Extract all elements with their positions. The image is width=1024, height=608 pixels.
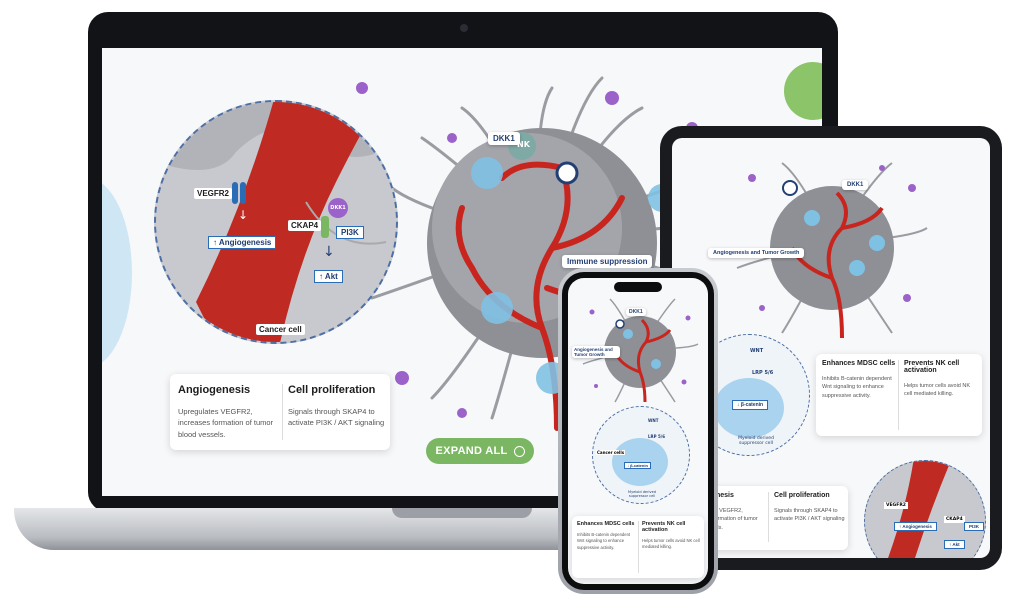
zoom-marker-icon[interactable]	[782, 180, 798, 196]
card-body: Signals through SKAP4 to activate PI3K /…	[774, 508, 845, 523]
card-col-nk: Prevents NK cell activation Helps tumor …	[904, 360, 978, 399]
card-col-proliferation: Cell proliferation Signals through SKAP4…	[774, 492, 846, 524]
card-divider	[282, 384, 283, 440]
decorative-blue-arc	[102, 178, 132, 368]
card-title: Enhances MDSC cells	[822, 360, 896, 367]
card-divider	[898, 360, 899, 430]
phone-tumor-illustration[interactable]	[580, 294, 700, 404]
card-body: Helps tumor cells avoid NK cell mediated…	[642, 538, 700, 550]
callout-dkk1: DKK1	[488, 132, 520, 145]
callout-pi3k: PI3K	[336, 226, 364, 239]
phone-screen: DKK1 Angiogenesis and Tumor Growth WNT L…	[568, 278, 708, 584]
callout-vegfr2: VEGFR2	[194, 188, 233, 199]
card-divider	[638, 521, 639, 573]
arrow-down-icon: ↓	[323, 244, 335, 260]
card-body: Helps tumor cells avoid NK cell mediated…	[904, 383, 971, 398]
callout-mdsc: Myeloid derived suppressor cell	[628, 490, 656, 498]
callout-dkk1: DKK1	[626, 308, 646, 316]
card-body: Signals through SKAP4 to activate PI3K /…	[288, 407, 385, 428]
card-title: Prevents NK cell activation	[904, 360, 960, 374]
magnifier-circle	[154, 100, 398, 344]
tablet-screen: DKK1 Angiogenesis and Tumor Growth WNT L…	[672, 138, 990, 558]
card-title: Cell proliferation	[288, 384, 376, 396]
card-col-angiogenesis: Angiogenesis Upregulates VEGFR2, increas…	[178, 384, 278, 440]
callout-akt: ↑ Akt	[944, 540, 965, 549]
card-col-nk: Prevents NK cell activation Helps tumor …	[642, 521, 700, 551]
arrow-down-icon: ↓	[238, 208, 249, 222]
callout-vegfr2: VEGFR2	[884, 502, 908, 509]
card-col-mdsc: Enhances MDSC cells Inhibits B-catenin d…	[577, 521, 635, 551]
expand-all-label: EXPAND ALL	[435, 445, 508, 457]
callout-ckap4: CKAP4	[288, 220, 322, 231]
laptop-notch	[392, 508, 532, 518]
tablet-magnifier-circle	[864, 460, 986, 558]
callout-wnt: WNT	[750, 348, 764, 354]
card-body: Upregulates VEGFR2, increases formation …	[178, 407, 274, 439]
phone-notch	[614, 282, 662, 292]
ckap4-receptor-icon	[321, 216, 329, 238]
phone-info-card: Enhances MDSC cells Inhibits B-catenin d…	[572, 516, 704, 578]
card-title: Enhances MDSC cells	[577, 521, 635, 527]
card-body: Inhibits B-catenin dependent Wnt signali…	[822, 376, 892, 399]
callout-akt: ↑ Akt	[314, 270, 343, 283]
callout-beta-catenin: ↓ β-catenin	[732, 400, 769, 410]
callout-lrp: LRP 5/6	[648, 434, 665, 439]
info-card: Angiogenesis Upregulates VEGFR2, increas…	[170, 374, 390, 450]
zoom-plus-icon	[513, 445, 525, 457]
callout-angiogenesis-up: ↑ Angiogenesis	[208, 236, 277, 249]
laptop-camera-icon	[460, 24, 468, 32]
callout-ckap4: CKAP4	[944, 516, 965, 523]
tablet-tumor-illustration[interactable]	[732, 148, 932, 338]
dkk1-ligand-icon: DKK1	[328, 198, 348, 218]
card-divider	[768, 492, 769, 542]
callout-cancer-cells: Cancer cells	[596, 450, 626, 455]
callout-angiogenesis-tumor-growth: Angiogenesis and Tumor Growth	[708, 248, 805, 258]
callout-angiogenesis-up: ↑ Angiogenesis	[894, 522, 937, 531]
zoom-marker-icon[interactable]	[615, 319, 625, 329]
callout-beta-catenin: ↓ β-catenin	[624, 462, 651, 469]
callout-wnt: WNT	[648, 418, 659, 423]
card-body: Inhibits B-catenin dependent Wnt signali…	[577, 532, 631, 550]
purple-particles	[748, 165, 916, 311]
callout-immune-suppression: Immune suppression	[562, 255, 653, 268]
macrophage-cells	[623, 329, 661, 369]
callout-pi3k: PI3K	[964, 522, 985, 531]
nk-label: NK	[517, 140, 530, 149]
card-title: Cell proliferation	[774, 492, 830, 499]
callout-angiogenesis-tumor-growth: Angiogenesis and Tumor Growth	[572, 346, 620, 358]
card-col-proliferation: Cell proliferation Signals through SKAP4…	[288, 384, 388, 429]
purple-particles	[589, 309, 691, 388]
expand-all-button[interactable]: EXPAND ALL	[426, 438, 534, 464]
vegfr2-receptor-icon	[232, 182, 246, 204]
magnifier-illustration	[156, 102, 396, 342]
callout-lrp: LRP 5/6	[752, 370, 774, 376]
card-title: Angiogenesis	[178, 384, 251, 396]
decorative-green-circle	[784, 62, 822, 120]
callout-dkk1: DKK1	[842, 180, 869, 190]
callout-mdsc: Myeloid derived suppressor cell	[738, 436, 774, 446]
callout-cancer-cell: Cancer cell	[256, 324, 305, 335]
card-title: Prevents NK cell activation	[642, 521, 686, 533]
tablet-info-card: Enhances MDSC cells Inhibits B-catenin d…	[816, 354, 982, 436]
card-col-mdsc: Enhances MDSC cells Inhibits B-catenin d…	[822, 360, 896, 400]
macrophage-cells	[804, 210, 885, 276]
